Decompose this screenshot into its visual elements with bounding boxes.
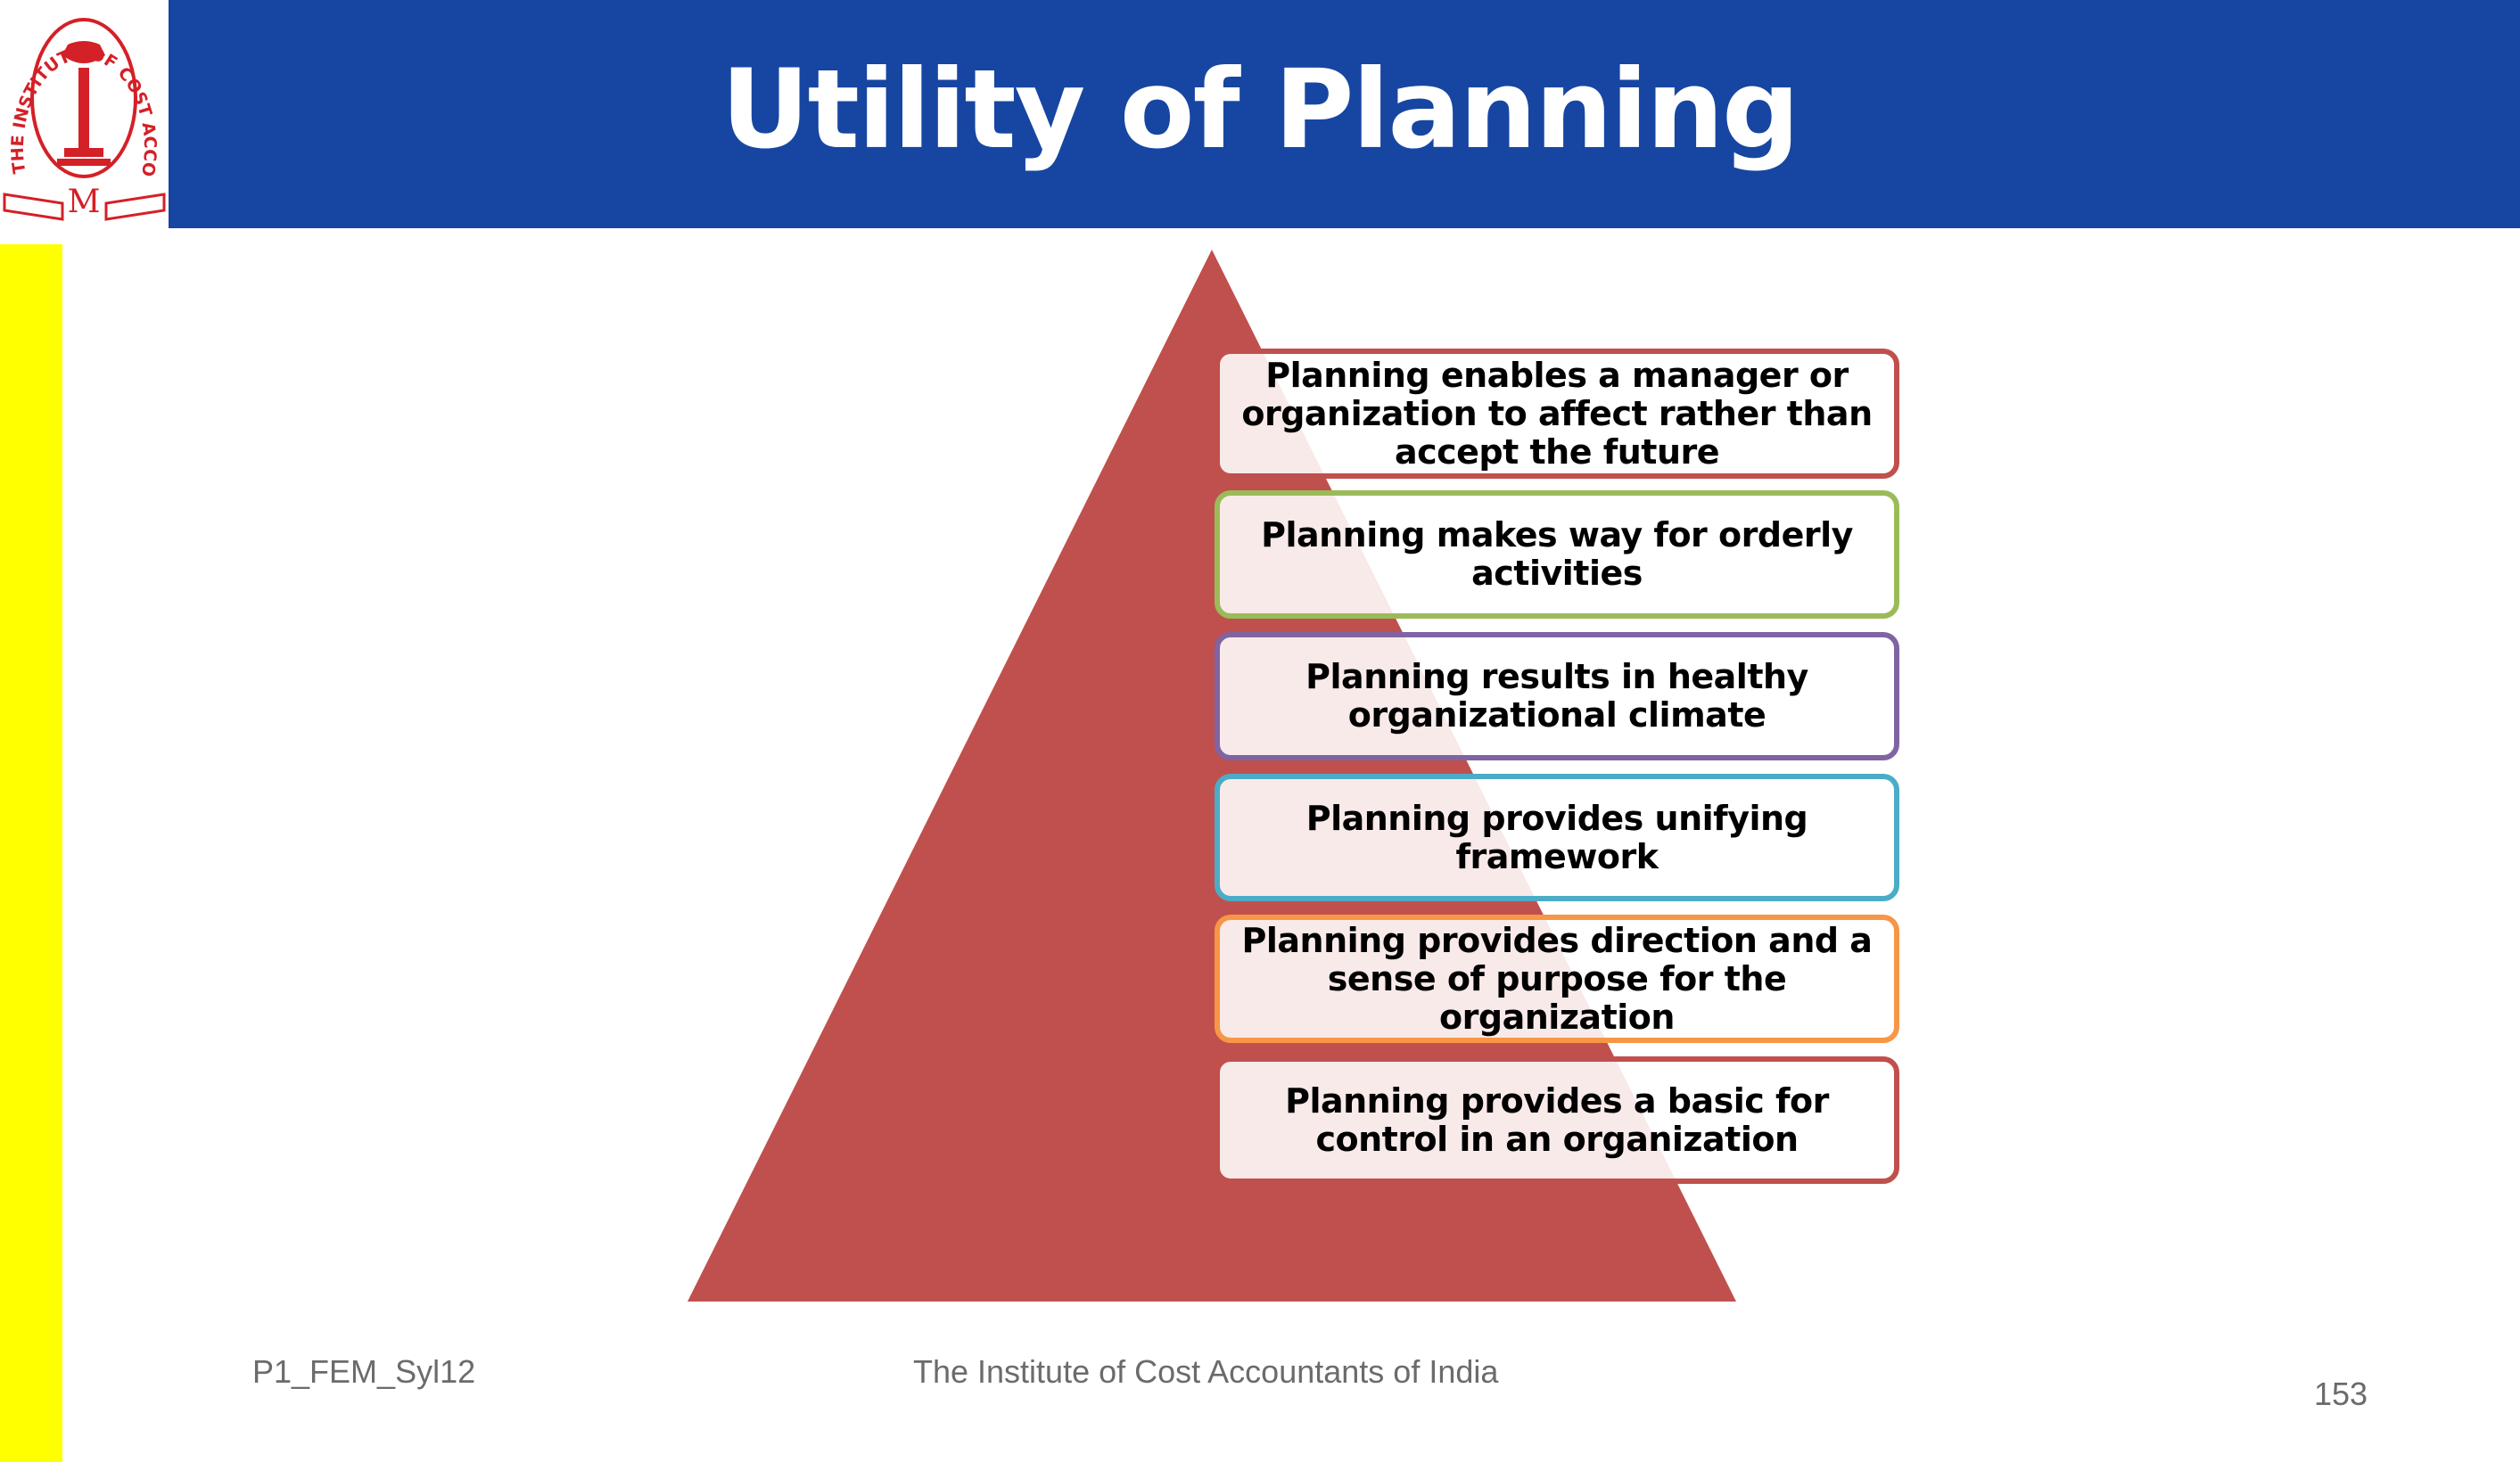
- utility-item-5: Planning provides direction and a sense …: [1215, 915, 1899, 1043]
- title-bar: Utility of Planning: [169, 0, 2520, 228]
- institute-logo: THE INSTITUTE OF COST ACCOUNTANTS OF IND…: [0, 0, 169, 228]
- side-accent-bar: [0, 244, 62, 1462]
- footer-institute: The Institute of Cost Accountants of Ind…: [913, 1353, 1499, 1390]
- utility-item-4: Planning provides unifying framework: [1215, 774, 1899, 901]
- page-title: Utility of Planning: [721, 46, 1800, 173]
- item-text: Planning enables a manager or organizati…: [1241, 355, 1873, 472]
- item-text: Planning provides direction and a sense …: [1241, 920, 1873, 1037]
- utility-item-3: Planning results in healthy organization…: [1215, 632, 1899, 760]
- item-text: Planning makes way for orderly activitie…: [1261, 515, 1853, 593]
- item-text: Planning results in healthy organization…: [1305, 657, 1808, 735]
- page-number: 153: [2314, 1376, 2368, 1412]
- utility-item-6: Planning provides a basic for control in…: [1215, 1056, 1899, 1184]
- footer-code: P1_FEM_Syl12: [252, 1353, 476, 1390]
- utility-item-2: Planning makes way for orderly activitie…: [1215, 490, 1899, 619]
- item-text: Planning provides unifying framework: [1305, 798, 1808, 876]
- svg-text:M: M: [68, 184, 101, 220]
- utility-item-1: Planning enables a manager or organizati…: [1215, 349, 1899, 479]
- item-text: Planning provides a basic for control in…: [1285, 1080, 1829, 1159]
